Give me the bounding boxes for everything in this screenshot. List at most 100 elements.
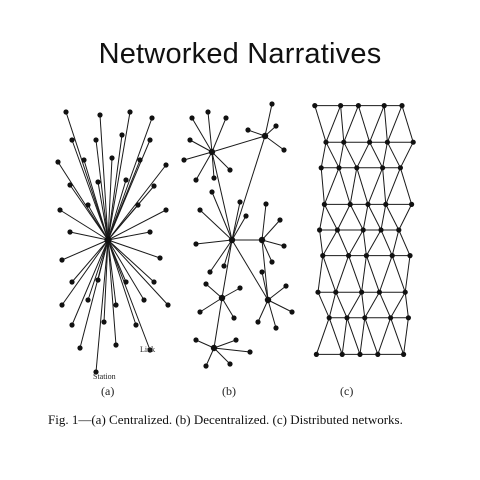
central-hub bbox=[104, 236, 112, 244]
station bbox=[347, 201, 353, 207]
link bbox=[404, 255, 411, 293]
station bbox=[127, 109, 133, 115]
link bbox=[211, 135, 266, 153]
link bbox=[362, 229, 367, 256]
station bbox=[59, 257, 65, 263]
station bbox=[211, 175, 217, 181]
link bbox=[191, 117, 213, 153]
link bbox=[319, 229, 324, 256]
link bbox=[343, 141, 358, 169]
station bbox=[397, 165, 403, 171]
link bbox=[323, 167, 340, 205]
link bbox=[391, 229, 400, 256]
station bbox=[203, 363, 209, 369]
station bbox=[389, 253, 395, 259]
link bbox=[231, 239, 269, 301]
station bbox=[339, 351, 345, 357]
link bbox=[343, 105, 359, 143]
station bbox=[237, 285, 243, 291]
station bbox=[245, 127, 251, 133]
link bbox=[390, 317, 405, 355]
link bbox=[107, 239, 161, 259]
station bbox=[255, 319, 261, 325]
station bbox=[357, 351, 363, 357]
link bbox=[107, 239, 117, 306]
link bbox=[322, 229, 338, 256]
link bbox=[328, 317, 343, 355]
station bbox=[402, 289, 408, 295]
link bbox=[362, 204, 369, 231]
link bbox=[107, 117, 153, 241]
link bbox=[322, 255, 337, 293]
station bbox=[165, 302, 171, 308]
station bbox=[388, 315, 394, 321]
link bbox=[261, 239, 285, 247]
link bbox=[261, 203, 267, 241]
station bbox=[321, 201, 327, 207]
link bbox=[367, 167, 384, 205]
link bbox=[356, 167, 369, 205]
station bbox=[95, 179, 101, 185]
link bbox=[383, 105, 388, 143]
station bbox=[318, 165, 324, 171]
station bbox=[151, 279, 157, 285]
link bbox=[341, 317, 348, 355]
link bbox=[315, 317, 330, 355]
link bbox=[380, 229, 393, 256]
station bbox=[147, 229, 153, 235]
link bbox=[328, 292, 337, 318]
link bbox=[346, 291, 363, 319]
link bbox=[257, 299, 269, 323]
link bbox=[385, 167, 401, 205]
station bbox=[193, 337, 199, 343]
link bbox=[211, 151, 231, 171]
link bbox=[211, 151, 233, 241]
station bbox=[221, 263, 227, 269]
station bbox=[85, 202, 91, 208]
link bbox=[61, 239, 109, 306]
link bbox=[107, 134, 123, 241]
link bbox=[336, 229, 350, 256]
station bbox=[376, 289, 382, 295]
station bbox=[149, 115, 155, 121]
link bbox=[95, 139, 109, 241]
link bbox=[209, 239, 233, 273]
station bbox=[281, 147, 287, 153]
distributed-network bbox=[312, 103, 416, 357]
link bbox=[107, 239, 169, 306]
hub-station bbox=[218, 294, 226, 302]
link bbox=[223, 239, 233, 267]
link bbox=[107, 111, 131, 241]
link bbox=[221, 297, 235, 319]
link bbox=[361, 292, 366, 318]
link bbox=[361, 255, 367, 293]
link bbox=[231, 135, 266, 241]
station bbox=[320, 253, 326, 259]
station bbox=[69, 322, 75, 328]
hub-station bbox=[261, 132, 269, 140]
link bbox=[364, 291, 380, 319]
link bbox=[95, 239, 109, 373]
station bbox=[263, 201, 269, 207]
station bbox=[334, 227, 340, 233]
link bbox=[390, 291, 406, 319]
link bbox=[398, 229, 411, 256]
link bbox=[261, 271, 269, 301]
station bbox=[359, 289, 365, 295]
link bbox=[369, 141, 384, 169]
link bbox=[195, 339, 215, 349]
station bbox=[157, 255, 163, 261]
station bbox=[355, 103, 361, 109]
link bbox=[391, 255, 406, 293]
panel-label-c: (c) bbox=[340, 384, 354, 398]
link bbox=[189, 139, 213, 153]
link bbox=[325, 105, 342, 143]
hub-station bbox=[228, 236, 236, 244]
station bbox=[326, 315, 332, 321]
station bbox=[141, 297, 147, 303]
station bbox=[135, 202, 141, 208]
link bbox=[317, 291, 330, 319]
link bbox=[320, 167, 325, 205]
link bbox=[205, 283, 223, 299]
